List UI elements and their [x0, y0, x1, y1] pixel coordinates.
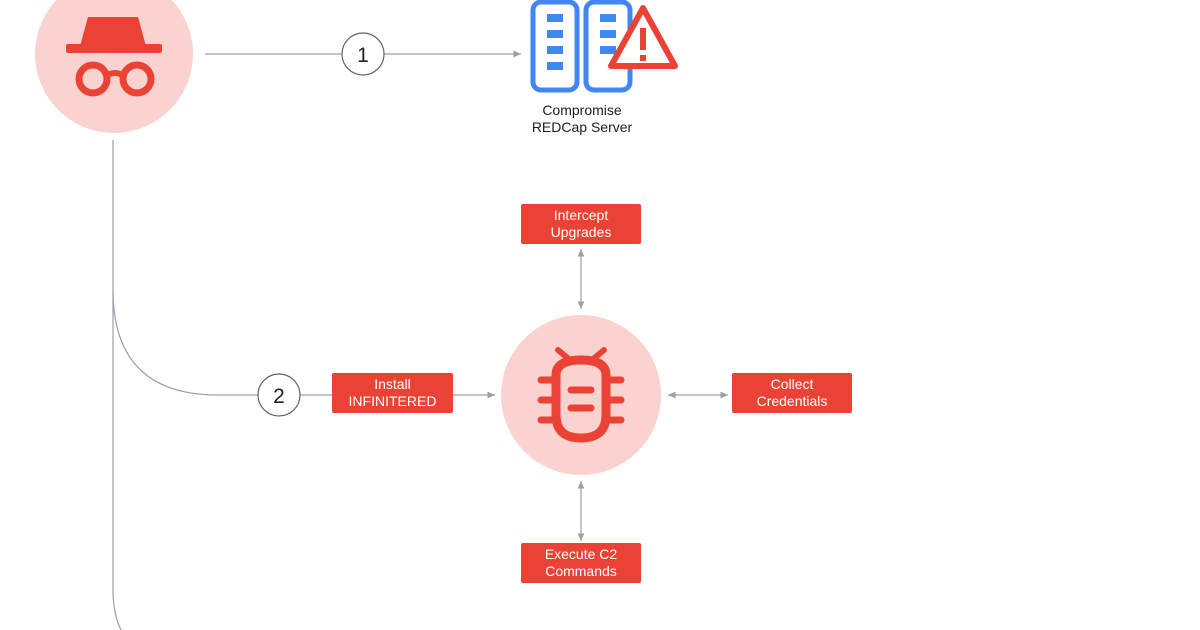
- intercept-box: Intercept Upgrades: [521, 204, 641, 244]
- server-label-line1: Compromise: [542, 102, 622, 118]
- execute-box: Execute C2 Commands: [521, 543, 641, 583]
- intercept-line1: Intercept: [553, 207, 609, 223]
- collect-box: Collect Credentials: [732, 373, 852, 413]
- step-2-number: 2: [273, 385, 285, 408]
- install-line1: Install: [374, 376, 411, 392]
- collect-line2: Credentials: [756, 393, 828, 409]
- collect-line1: Collect: [770, 376, 814, 392]
- connector-trunk: [112, 140, 122, 630]
- warning-triangle-icon: [608, 5, 678, 69]
- incognito-spy-icon: [66, 17, 162, 97]
- malware-node: [501, 315, 661, 475]
- attacker-node: [35, 0, 193, 133]
- intercept-line2: Upgrades: [550, 224, 612, 240]
- execute-line1: Execute C2: [544, 546, 618, 562]
- bug-icon: [537, 347, 625, 443]
- server-rack-left: [530, 0, 580, 93]
- server-racks-warning-icon: [530, 0, 678, 93]
- connector-branch-step2: [112, 289, 258, 396]
- server-label: Compromise REDCap Server: [512, 102, 652, 136]
- step-1-marker: 1: [341, 32, 385, 76]
- step-2-marker: 2: [257, 373, 301, 417]
- server-label-line2: REDCap Server: [531, 119, 633, 135]
- install-line2: INFINITERED: [348, 393, 437, 409]
- step-1-number: 1: [357, 44, 369, 67]
- execute-line2: Commands: [545, 563, 617, 579]
- install-box: Install INFINITERED: [332, 373, 453, 413]
